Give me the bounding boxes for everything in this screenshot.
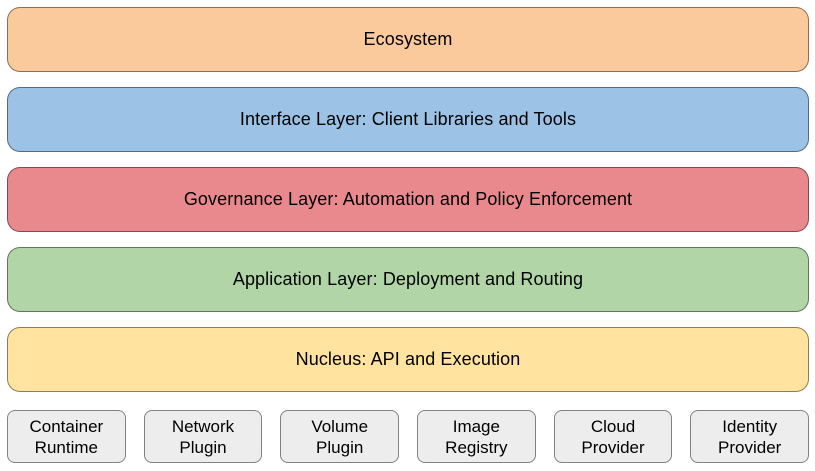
provider-label-line: Container: [29, 416, 104, 436]
provider-label-line: Registry: [445, 437, 508, 457]
provider-label-line: Cloud: [590, 416, 636, 436]
provider-label-line: Provider: [718, 437, 782, 457]
layer-application: Application Layer: Deployment and Routin…: [7, 247, 809, 312]
provider-volume-plugin: Volume Plugin: [280, 410, 400, 463]
provider-identity-provider: Identity Provider: [690, 410, 810, 463]
provider-row: Container Runtime Network Plugin Volume …: [7, 410, 810, 463]
provider-label-line: Identity: [722, 416, 778, 436]
provider-label-line: Network: [171, 416, 235, 436]
layer-ecosystem: Ecosystem: [7, 7, 809, 72]
provider-label-line: Runtime: [34, 437, 98, 457]
provider-label-line: Volume: [311, 416, 369, 436]
layer-ecosystem-label: Ecosystem: [363, 29, 453, 49]
layer-nucleus-label: Nucleus: API and Execution: [295, 349, 521, 369]
provider-network-plugin: Network Plugin: [143, 410, 263, 463]
provider-label-line: Plugin: [179, 437, 227, 457]
layer-governance: Governance Layer: Automation and Policy …: [7, 167, 809, 232]
provider-label-line: Provider: [581, 437, 645, 457]
layer-interface: Interface Layer: Client Libraries and To…: [7, 87, 809, 152]
layer-governance-label: Governance Layer: Automation and Policy …: [183, 189, 633, 209]
provider-label-line: Image: [452, 416, 500, 436]
layer-interface-label: Interface Layer: Client Libraries and To…: [239, 109, 577, 129]
layer-application-label: Application Layer: Deployment and Routin…: [232, 269, 584, 289]
provider-container-runtime: Container Runtime: [7, 410, 126, 463]
provider-label-line: Plugin: [316, 437, 364, 457]
provider-cloud-provider: Cloud Provider: [553, 410, 673, 463]
provider-image-registry: Image Registry: [417, 410, 536, 463]
layer-nucleus: Nucleus: API and Execution: [7, 327, 809, 392]
layer-stack: Ecosystem Interface Layer: Client Librar…: [7, 7, 809, 392]
